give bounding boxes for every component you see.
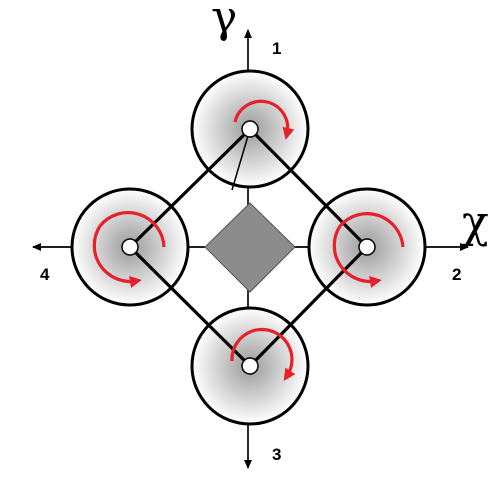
- motor-hub-4: [121, 238, 139, 256]
- motor-hub-1: [241, 120, 259, 138]
- motor-label-4: 4: [40, 265, 50, 284]
- vertical-axis-label: γ: [211, 0, 237, 43]
- frame-arm-1: [231, 128, 251, 191]
- rotation-arrow-4b: [92, 225, 142, 288]
- horizontal-axis-label: χ: [462, 197, 489, 248]
- motor-hub-2: [358, 238, 376, 256]
- rotation-arrow-4: [98, 211, 166, 248]
- motor-label-2: 2: [452, 265, 461, 284]
- motor-label-3: 3: [272, 445, 281, 464]
- rotation-arrow-1: [233, 99, 295, 140]
- center-body: [204, 202, 296, 293]
- rotation-arrow-2: [338, 212, 405, 248]
- rotation-arrow-2b: [332, 225, 382, 288]
- motor-label-1: 1: [272, 39, 281, 58]
- rotation-arrow-3: [230, 327, 296, 382]
- motor-hub-3: [241, 357, 259, 375]
